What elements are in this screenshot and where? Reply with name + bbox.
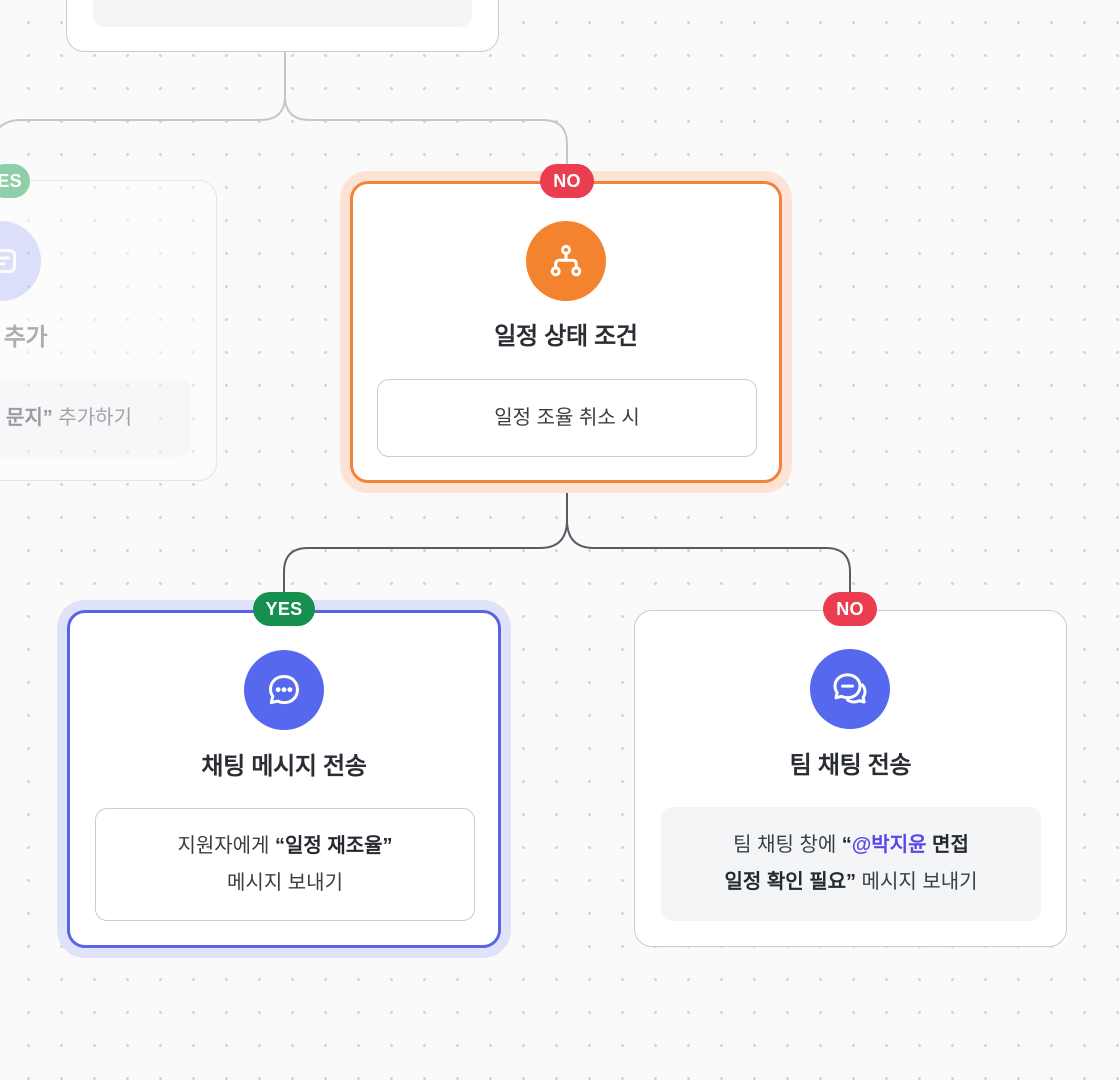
team-chat-detail-line-2: 일정 확인 필요” 메시지 보내기 <box>724 864 977 901</box>
team-chat-detail-quote-open: “ <box>841 834 852 856</box>
condition-node-card[interactable]: 일정 상태 조건 일정 조율 취소 시 <box>350 181 782 483</box>
connector-condition-no <box>566 519 851 594</box>
chat-detail-line-1: 지원자에게 “일정 재조율” <box>177 828 392 865</box>
team-chat-detail-bold-1: 면접 <box>926 834 969 856</box>
team-chat-detail-mention[interactable]: @박지윤 <box>851 834 927 856</box>
chat-message-node-branch-badge: YES <box>253 592 315 626</box>
branch-icon <box>526 221 606 301</box>
condition-node-title: 일정 상태 조건 <box>494 323 638 350</box>
connector-parent-split <box>0 52 286 129</box>
parent-node-card[interactable] <box>66 0 499 52</box>
board-post-detail-rest: 추가하기 <box>52 406 132 429</box>
team-chat-node-branch-badge: NO <box>823 592 877 626</box>
condition-node-detail: 일정 조율 취소 시 <box>377 379 757 457</box>
board-post-detail-bold: 문지” <box>6 406 53 429</box>
team-chat-node-detail: 팀 채팅 창에 “@박지윤 면접 일정 확인 필요” 메시지 보내기 <box>661 807 1041 921</box>
board-post-node-detail: 문지” 추가하기 <box>0 379 191 457</box>
board-post-node-branch-badge: ES <box>0 164 30 198</box>
team-chat-detail-bold-2: 일정 확인 필요” <box>724 871 856 893</box>
board-post-detail-text: 문지” 추가하기 <box>6 400 132 437</box>
chat-detail-prefix: 지원자에게 <box>177 834 275 857</box>
team-chat-detail-line-1: 팀 채팅 창에 “@박지윤 면접 <box>733 827 969 864</box>
team-chat-node-card[interactable]: 팀 채팅 전송 팀 채팅 창에 “@박지윤 면접 일정 확인 필요” 메시지 보… <box>634 610 1067 947</box>
parent-node-detail-box <box>93 0 472 27</box>
chat-dots-icon <box>244 650 324 730</box>
connector-parent-no <box>284 95 568 166</box>
board-post-node-card[interactable]: l 추가 문지” 추가하기 <box>0 180 217 481</box>
message-board-icon <box>0 221 41 301</box>
chat-detail-bold: “일정 재조율” <box>275 834 393 857</box>
board-post-node-title: l 추가 <box>0 324 48 351</box>
team-chat-icon <box>810 649 890 729</box>
chat-message-node-detail: 지원자에게 “일정 재조율” 메시지 보내기 <box>95 808 475 921</box>
team-chat-node-title: 팀 채팅 전송 <box>789 752 912 779</box>
connector-condition-yes <box>283 484 568 594</box>
team-chat-detail-rest: 메시지 보내기 <box>856 871 978 893</box>
team-chat-detail-prefix: 팀 채팅 창에 <box>733 834 842 856</box>
chat-detail-line-2: 메시지 보내기 <box>227 871 343 894</box>
condition-node-detail-text: 일정 조율 취소 시 <box>494 406 640 429</box>
chat-message-node-title: 채팅 메시지 전송 <box>201 753 367 780</box>
chat-message-node-card[interactable]: 채팅 메시지 전송 지원자에게 “일정 재조율” 메시지 보내기 <box>67 610 501 948</box>
condition-node-branch-badge: NO <box>540 164 594 198</box>
